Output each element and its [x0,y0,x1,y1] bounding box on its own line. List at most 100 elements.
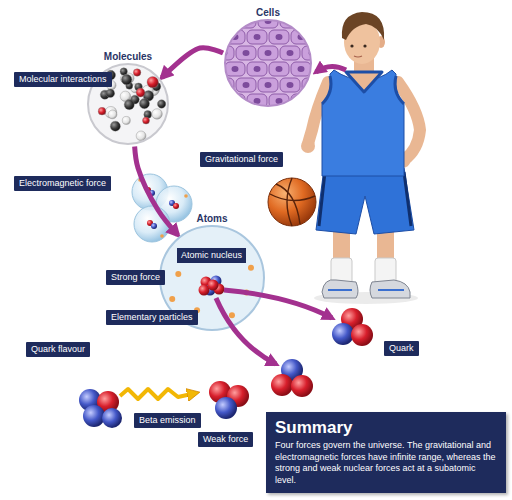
cell-nucleus [320,98,327,104]
molecule-atom [122,116,130,124]
label-text: Quark [389,343,414,354]
quark-cluster [332,308,373,346]
force-label: Weak force [198,432,253,447]
circle-heading: Cells [225,6,311,20]
part-label: Atomic nucleus [177,248,246,263]
label-text: Strong force [111,272,160,283]
summary-heading: Summary [275,418,497,438]
cell-nucleus [254,34,261,40]
quark-cluster [271,359,313,397]
boy-figure [319,172,411,226]
basketball [270,178,315,226]
cell-nucleus [265,82,272,88]
cell-nucleus [309,114,316,120]
cell [236,46,256,60]
label-text: Gravitational force [205,154,278,165]
basketball [268,178,316,226]
molecule-atom [139,99,149,109]
force-label: Strong force [106,270,165,285]
basketball [268,178,316,226]
molecule-atom [105,106,117,118]
flow-arrow [224,290,332,318]
cell [280,78,300,92]
cell-nucleus [287,50,294,56]
cell-nucleus [276,66,283,72]
cell-nucleus [320,34,327,40]
atom-cluster [173,203,179,209]
boy-figure [346,72,382,92]
cell-nucleus [287,18,294,24]
boy-figure [350,44,353,47]
level-circle: Cells [225,6,311,106]
cell [258,46,278,60]
quark-cluster [271,374,293,396]
circle-art [214,14,333,124]
cell [236,78,256,92]
cell [313,94,333,108]
summary-body: Four forces govern the universe. The gra… [275,440,497,486]
circle-heading: Atoms [160,212,264,226]
cell-nucleus [265,50,272,56]
cell-pattern [214,14,333,124]
molecule-atom [136,131,146,141]
cell-nucleus [309,18,316,24]
label-text: Elementary particles [111,312,193,323]
circle-rim [225,20,311,106]
circle-art [160,226,332,364]
force-label: Quark [384,341,419,356]
label-text: Quark flavour [31,344,85,355]
cell-nucleus [243,82,250,88]
boy-figure [322,76,404,104]
atom-cluster [160,234,164,238]
quark-cluster [102,408,122,428]
molecule-atom [157,100,165,108]
beta-arrow [120,389,196,399]
boy-figure [322,70,404,176]
cell-nucleus [254,66,261,72]
cell [258,110,278,124]
cell-nucleus [243,114,250,120]
cell [302,110,322,124]
flow-arrow [316,66,346,72]
cell [302,46,322,60]
molecule-atom [120,68,127,75]
atom-cluster [132,174,192,242]
cell [291,62,311,76]
cell [247,30,267,44]
boy-figure [363,44,366,47]
molecule-atom [110,121,120,131]
cell-nucleus [232,66,239,72]
level-circle: Molecules [88,50,168,144]
quark-cluster [332,323,354,345]
force-label: Elementary particles [106,310,198,325]
cell-ground [225,20,311,106]
molecule-atom [143,117,150,124]
cell-nucleus [309,82,316,88]
label-text: Molecular interactions [19,74,107,85]
cell-nucleus [221,18,228,24]
boy-figure [354,56,362,57]
atom-cluster [134,206,170,242]
quark-cluster [351,324,373,346]
cell-nucleus [276,34,283,40]
cell [214,110,234,124]
force-label: Gravitational force [200,152,283,167]
force-label: Electromagnetic force [14,176,111,191]
electron-dot [175,271,181,277]
molecule-atom [108,110,117,119]
quark-cluster [209,381,249,419]
quark-cluster [83,405,105,427]
boy-figure [301,12,420,304]
cell [225,62,245,76]
flow-arrow [162,48,223,78]
cell [302,14,322,28]
cell [313,62,333,76]
flow-arrow [135,146,178,234]
molecule-atom [106,89,115,98]
atom-cluster [184,194,188,198]
force-label: Beta emission [134,413,201,428]
quark-cluster [291,375,313,397]
cell-nucleus [243,18,250,24]
cell-nucleus [243,50,250,56]
